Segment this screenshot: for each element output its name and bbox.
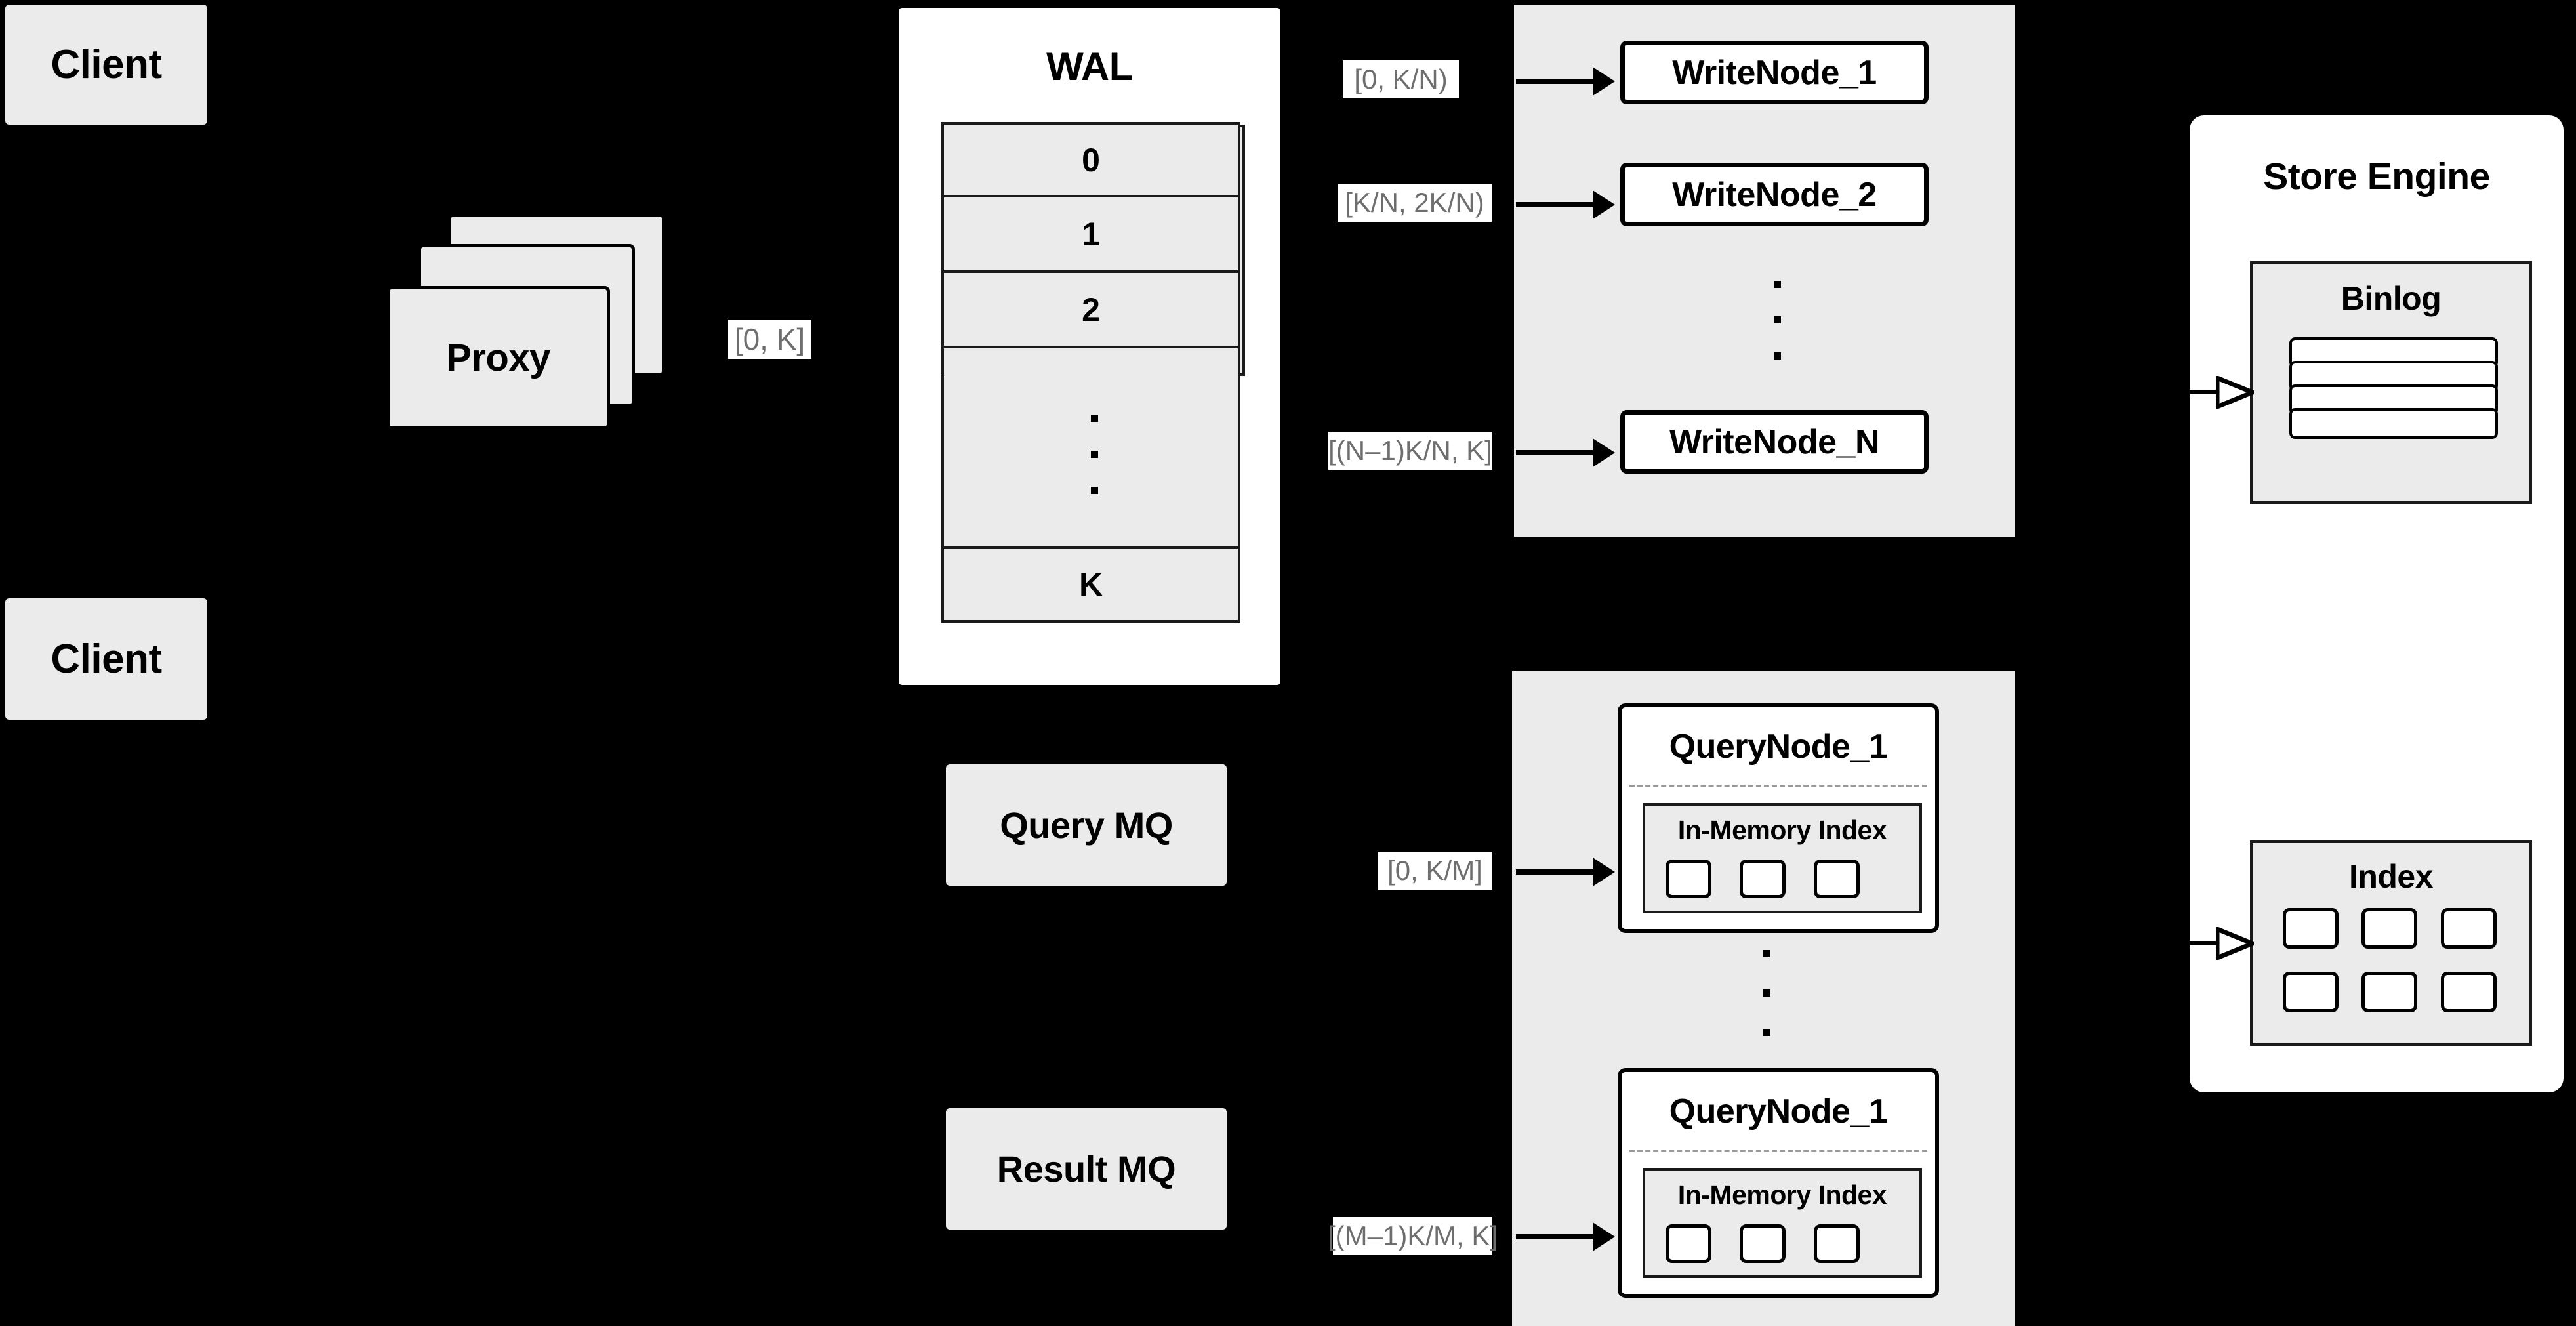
interval-label-write-node-2: [K/N, 2K/N) <box>1338 184 1492 222</box>
write-node-1-arrow-head <box>1593 67 1615 96</box>
store-engine-panel: Store Engine Binlog Index <box>2190 115 2564 1092</box>
index-arrow-line <box>2190 941 2220 945</box>
interval-text: [0, K] <box>734 322 806 356</box>
wal-dot-3 <box>1091 487 1098 494</box>
query-node-1-memory-index-title: In-Memory Index <box>1677 815 1887 845</box>
query-mq-label: Query MQ <box>1000 804 1173 846</box>
index-cell-5 <box>2361 972 2417 1012</box>
index-panel: Index <box>2250 840 2532 1046</box>
query-node-2-divider <box>1629 1150 1927 1152</box>
write-node-2-arrow-line <box>1516 202 1598 207</box>
client-label-2: Client <box>51 636 162 682</box>
client-box-1[interactable]: Client <box>5 5 207 125</box>
write-node-2[interactable]: WriteNode_2 <box>1620 163 1929 226</box>
query-node-2-title: QueryNode_1 <box>1669 1092 1888 1130</box>
write-node-n-label: WriteNode_N <box>1669 423 1880 461</box>
interval-label-proxy-to-wal: [0, K] <box>728 320 811 359</box>
query-node-2-memory-index: In-Memory Index <box>1643 1168 1922 1278</box>
query-node-1-arrow-head <box>1593 858 1615 886</box>
binlog-arrow-head <box>2216 376 2254 409</box>
result-mq-label: Result MQ <box>996 1148 1176 1190</box>
client-box-2[interactable]: Client <box>5 598 207 720</box>
binlog-arrow-line <box>2190 390 2220 394</box>
result-mq-box[interactable]: Result MQ <box>946 1108 1227 1230</box>
proxy-label: Proxy <box>446 337 550 379</box>
query-group-dot-2 <box>1763 989 1770 997</box>
query-node-1-title: QueryNode_1 <box>1669 728 1888 766</box>
index-cell-2 <box>2361 908 2417 949</box>
wal-row-k: K <box>941 549 1240 623</box>
query-node-1-memory-index: In-Memory Index <box>1643 803 1922 913</box>
write-node-n[interactable]: WriteNode_N <box>1620 410 1929 474</box>
client-label-1: Client <box>51 42 162 87</box>
write-group-dot-3 <box>1774 352 1781 360</box>
query-node-2-arrow-line <box>1516 1234 1598 1239</box>
write-node-n-arrow-head <box>1593 438 1615 467</box>
interval-label-query-node-m: [(M–1)K/M, K] <box>1328 1217 1498 1255</box>
query-node-2-index-cell-1 <box>1666 1224 1711 1263</box>
interval-label-write-node-1: [0, K/N) <box>1343 60 1459 98</box>
wal-row-2: 2 <box>941 273 1240 348</box>
query-node-2-memory-index-title: In-Memory Index <box>1677 1180 1887 1210</box>
query-group-dot-1 <box>1763 950 1770 957</box>
wal-dot-1 <box>1091 415 1098 422</box>
proxy-card-front[interactable]: Proxy <box>386 286 610 430</box>
write-group-dot-2 <box>1774 316 1781 323</box>
index-cell-6 <box>2441 972 2497 1012</box>
query-node-2-arrow-head <box>1593 1222 1615 1251</box>
index-arrow-head <box>2216 927 2254 960</box>
wal-dot-2 <box>1091 451 1098 458</box>
interval-label-write-node-n: [(N–1)K/N, K] <box>1328 432 1492 470</box>
wal-row-1: 1 <box>941 197 1240 273</box>
wal-row-0: 0 <box>941 122 1240 197</box>
interval-label-query-node-1: [0, K/M] <box>1378 852 1492 890</box>
write-node-1-label: WriteNode_1 <box>1672 53 1877 92</box>
query-node-2[interactable]: QueryNode_1 In-Memory Index <box>1618 1068 1939 1298</box>
query-mq-box[interactable]: Query MQ <box>946 764 1227 886</box>
index-cell-3 <box>2441 908 2497 949</box>
wal-row-ellipsis <box>941 348 1240 549</box>
query-node-1-index-cell-1 <box>1666 860 1711 898</box>
query-node-2-index-cell-2 <box>1740 1224 1786 1263</box>
binlog-panel: Binlog <box>2250 261 2532 504</box>
query-node-1[interactable]: QueryNode_1 In-Memory Index <box>1618 703 1939 933</box>
query-node-2-index-cell-3 <box>1814 1224 1860 1263</box>
store-engine-title: Store Engine <box>2263 155 2490 197</box>
query-group-dot-3 <box>1763 1029 1770 1036</box>
write-node-1-arrow-line <box>1516 79 1598 84</box>
wal-title: WAL <box>1046 45 1133 89</box>
query-node-1-index-cell-2 <box>1740 860 1786 898</box>
query-node-1-divider <box>1629 785 1927 787</box>
write-group-dot-1 <box>1774 281 1781 288</box>
index-title: Index <box>2348 858 2434 895</box>
index-cell-4 <box>2283 972 2339 1012</box>
write-node-n-arrow-line <box>1516 450 1598 455</box>
write-node-1[interactable]: WriteNode_1 <box>1620 41 1929 104</box>
index-cell-1 <box>2283 908 2339 949</box>
binlog-title: Binlog <box>2341 280 2442 317</box>
query-node-1-index-cell-3 <box>1814 860 1860 898</box>
query-node-1-arrow-line <box>1516 869 1598 875</box>
write-node-2-label: WriteNode_2 <box>1672 175 1877 214</box>
binlog-row-4 <box>2289 408 2498 439</box>
write-node-2-arrow-head <box>1593 190 1615 219</box>
